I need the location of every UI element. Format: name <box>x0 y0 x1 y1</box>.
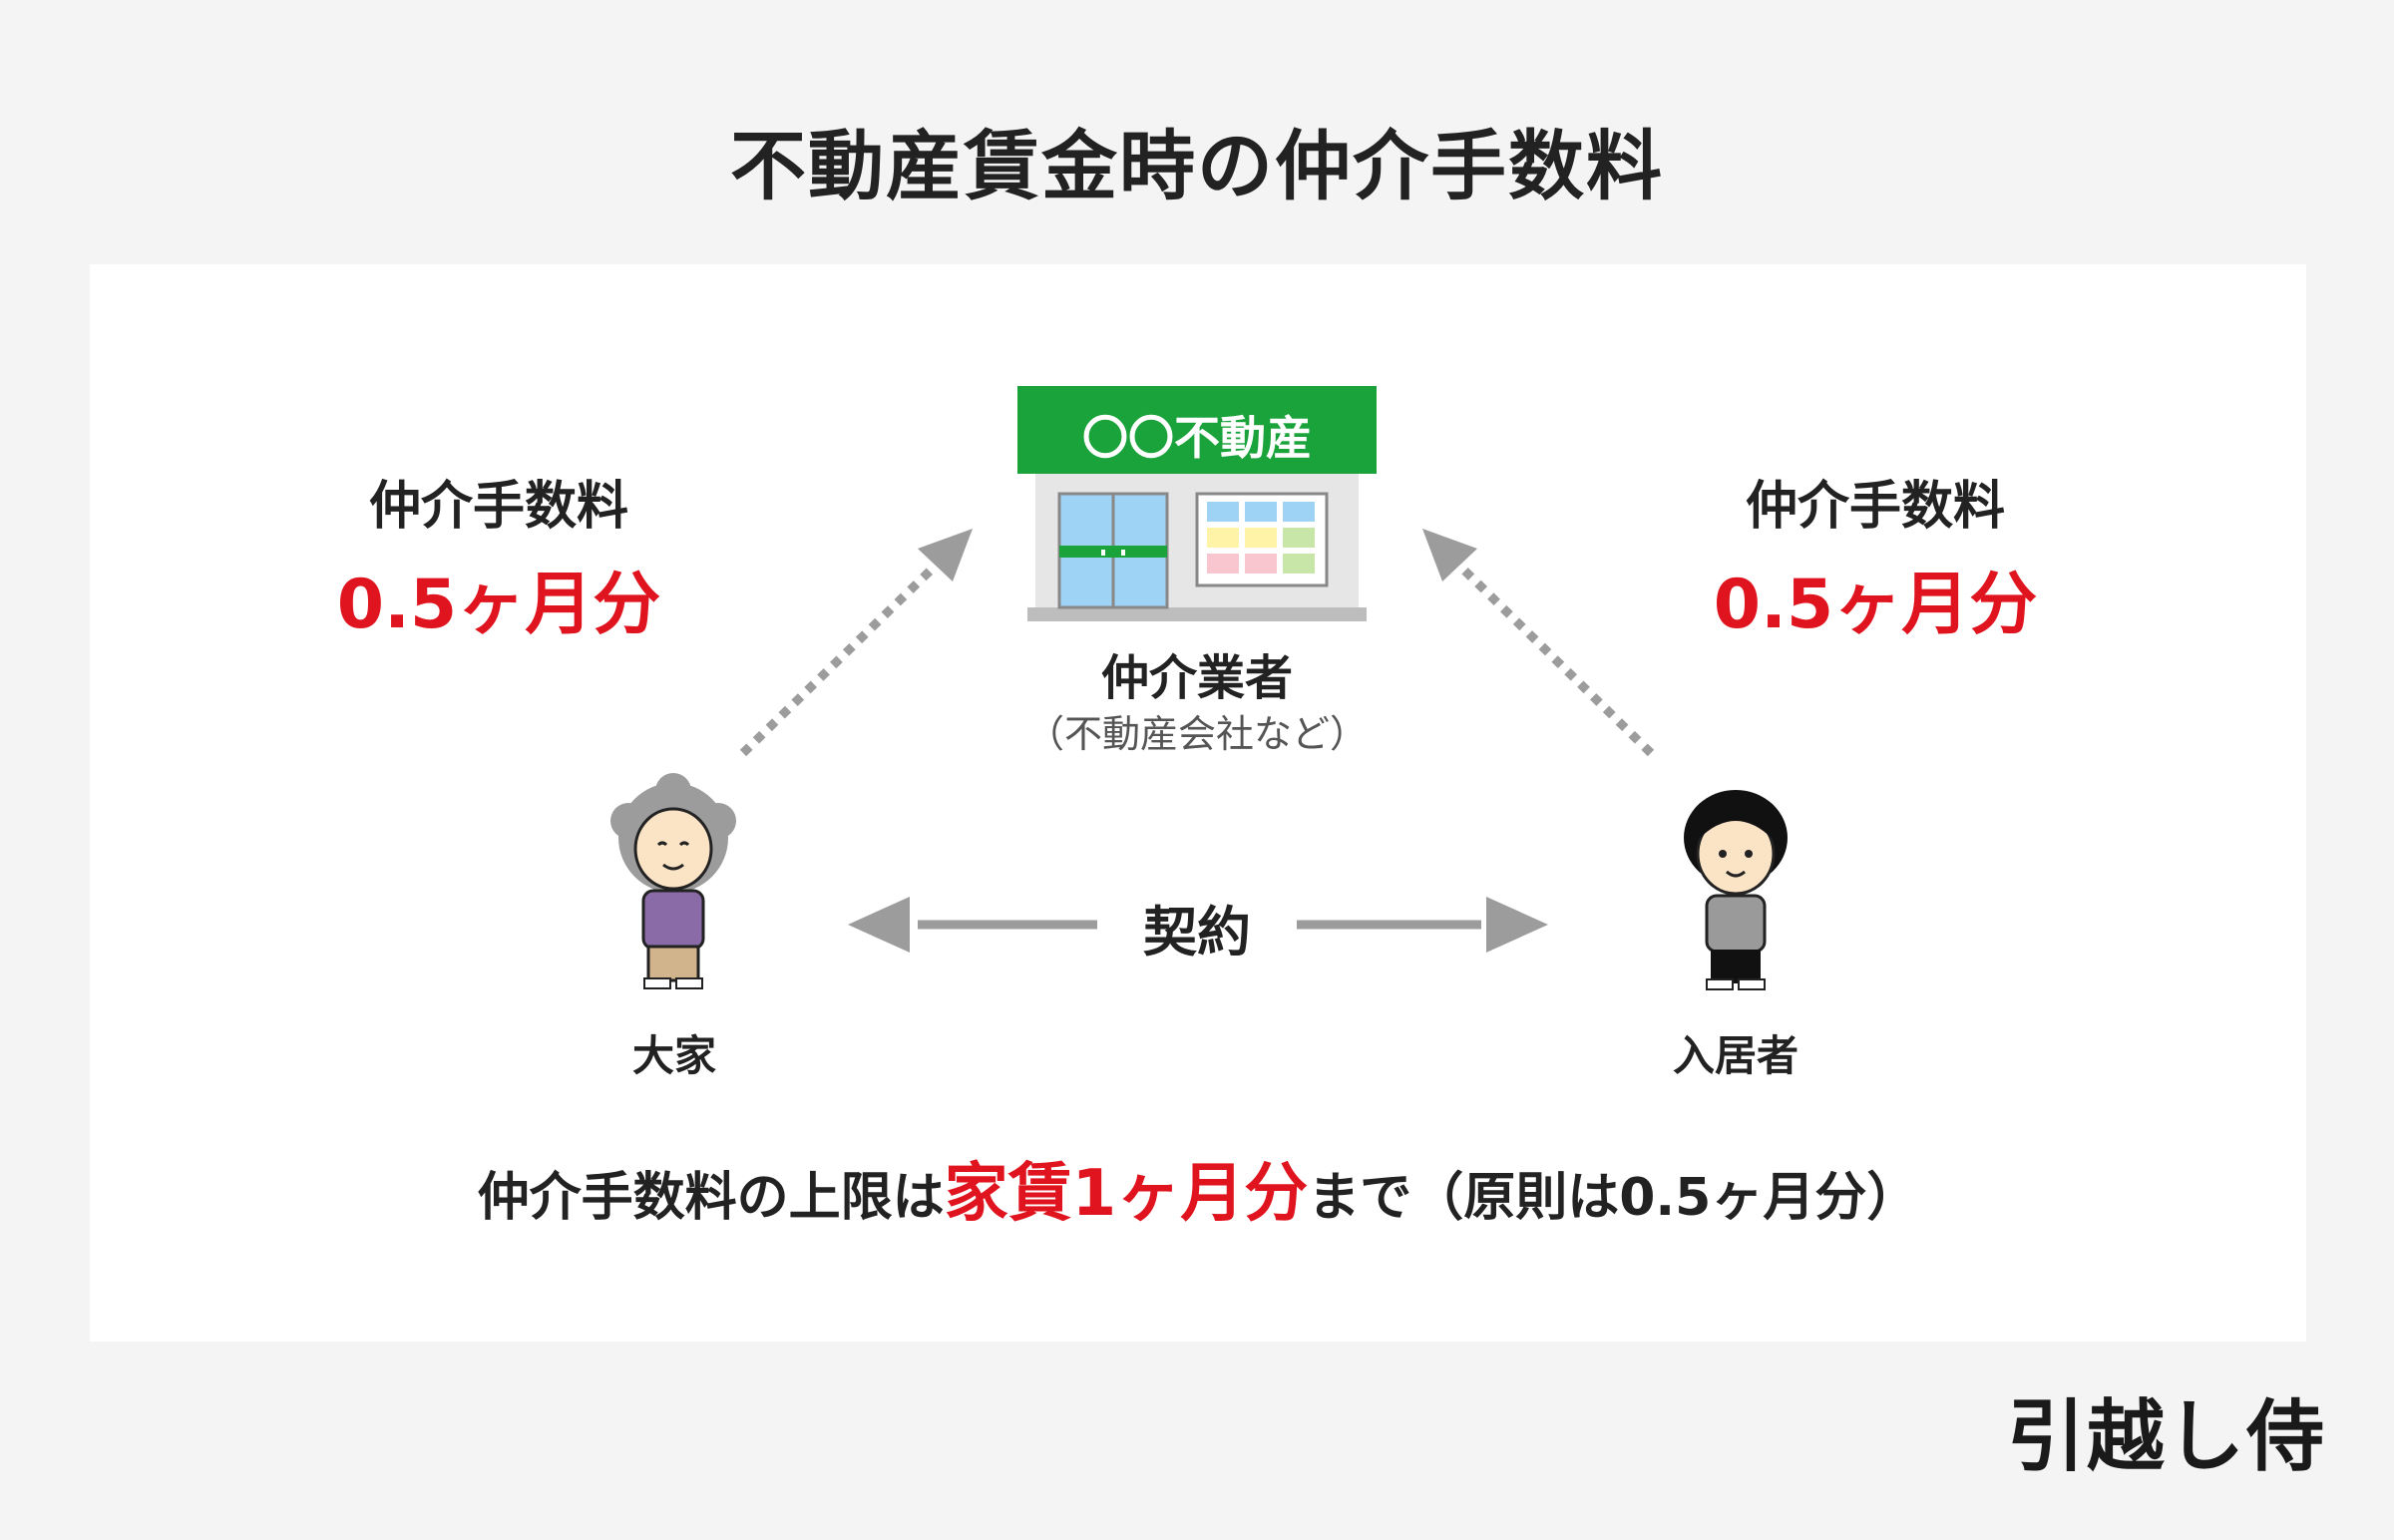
tenant-label: 入居者 <box>1672 1031 1798 1080</box>
left-fee-label: 仲介手数料 <box>368 477 628 537</box>
landlord-label: 大家 <box>631 1031 716 1080</box>
summary-prefix: 仲介手数料の上限は <box>477 1168 945 1228</box>
tenant-person-icon <box>1684 790 1788 990</box>
agent-sublabel: （不動産会社など） <box>1025 712 1368 756</box>
right-dotted-arrow <box>1422 529 1655 757</box>
left-dotted-arrow <box>739 529 973 757</box>
summary-highlight: 家賃1ヶ月分 <box>944 1157 1309 1231</box>
right-fee-label: 仲介手数料 <box>1745 477 2005 537</box>
summary-suffix: まで（原則は0.5ヶ月分） <box>1308 1168 1919 1228</box>
agent-label: 仲介業者 <box>1100 650 1293 706</box>
brand-logo: 引越し侍 <box>2006 1392 2326 1482</box>
real-estate-office-icon <box>1017 386 1377 621</box>
summary-text: 仲介手数料の上限は家賃1ヶ月分まで（原則は0.5ヶ月分） <box>90 1142 2306 1234</box>
right-fee-value: 0.5ヶ月分 <box>1713 566 2038 644</box>
page-title: 不動産賃金時の仲介手数料 <box>730 122 1664 210</box>
landlord-elderly-icon <box>610 773 736 989</box>
contract-label: 契約 <box>1097 888 1297 966</box>
office-sign-text: 〇〇不動産 <box>1082 411 1312 465</box>
left-fee-value: 0.5ヶ月分 <box>336 566 661 644</box>
diagram-panel: 仲介手数料 0.5ヶ月分 仲介手数料 0.5ヶ月分 〇〇不動産 仲介業者 （不動… <box>90 264 2306 1342</box>
